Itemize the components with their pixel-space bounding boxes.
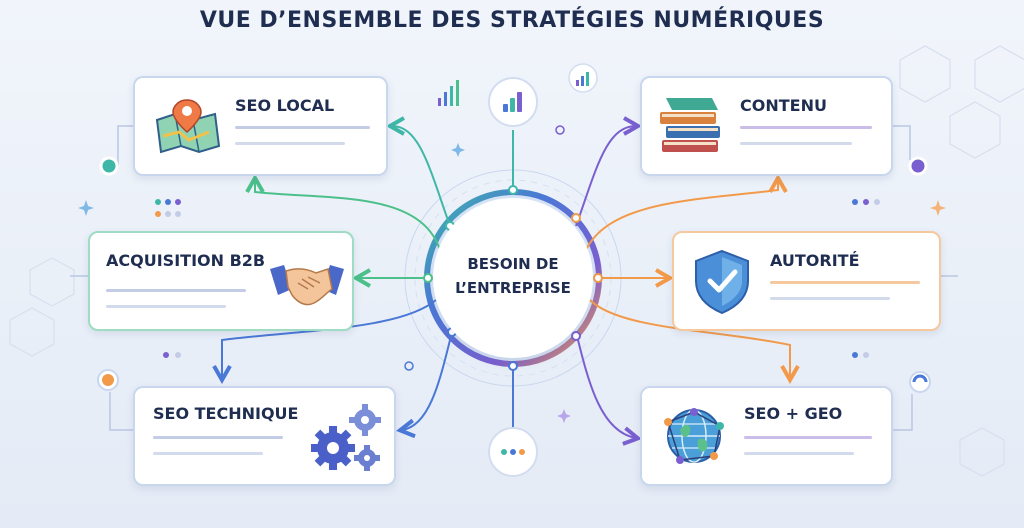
bar-chart-icon: [438, 80, 459, 106]
hub-label-line1: BESOIN DE: [467, 255, 559, 273]
card-label: SEO LOCAL: [235, 96, 335, 115]
text-line: [235, 126, 370, 129]
text-line: [740, 126, 872, 129]
map-pin-icon: [155, 99, 221, 154]
card-label: SEO TECHNIQUE: [153, 404, 299, 423]
card-seo-technique: SEO TECHNIQUE: [133, 386, 396, 486]
card-label: SEO + GEO: [744, 404, 843, 423]
text-line: [770, 281, 920, 284]
central-hub: [439, 204, 587, 352]
text-line: [153, 436, 283, 439]
card-label: AUTORITÉ: [770, 251, 860, 270]
card-label: ACQUISITION B2B: [106, 251, 266, 270]
card-seo-local: SEO LOCAL: [133, 76, 388, 176]
card-seo-geo: SEO + GEO: [640, 386, 893, 486]
text-line: [744, 436, 872, 439]
text-line: [740, 142, 852, 145]
hub-label: BESOIN DE L’ENTREPRISE: [439, 252, 587, 300]
card-autorite: AUTORITÉ: [672, 231, 941, 331]
globe-network-icon: [664, 408, 724, 464]
text-line: [744, 452, 854, 455]
text-line: [153, 452, 263, 455]
card-label: CONTENU: [740, 96, 827, 115]
card-acquisition-b2b: ACQUISITION B2B: [88, 231, 354, 331]
text-line: [106, 305, 226, 308]
handshake-icon: [270, 265, 344, 306]
shield-check-icon: [695, 249, 749, 315]
gears-icon: [311, 404, 381, 471]
hub-label-line2: L’ENTREPRISE: [455, 279, 571, 297]
text-line: [770, 297, 890, 300]
text-line: [235, 142, 345, 145]
books-icon: [660, 98, 720, 152]
text-line: [106, 289, 246, 292]
card-contenu: CONTENU: [640, 76, 893, 176]
page-title: VUE D’ENSEMBLE DES STRATÉGIES NUMÉRIQUES: [199, 8, 825, 33]
